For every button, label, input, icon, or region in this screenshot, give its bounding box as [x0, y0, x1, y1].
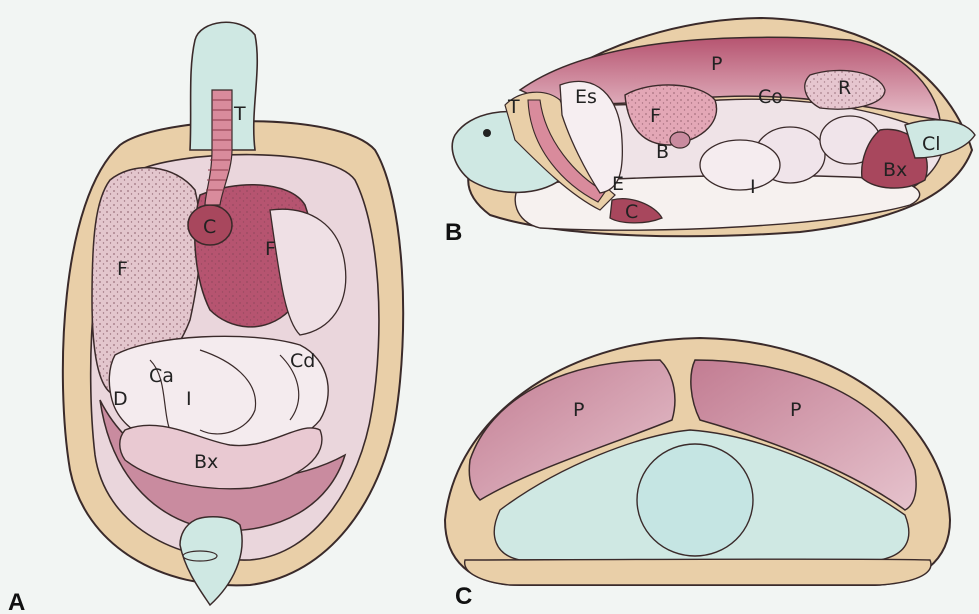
panel-label-b: B: [445, 219, 462, 246]
label-trachea-b: T: [507, 96, 520, 118]
label-lung-right-c: P: [790, 399, 801, 421]
label-bladder-a: Bx: [194, 451, 218, 473]
label-esophagus-b: Es: [575, 86, 597, 108]
tail-a: [180, 517, 242, 605]
label-liver-b: F: [650, 105, 661, 127]
label-intestine-a: I: [186, 388, 192, 410]
label-intestine-b: I: [750, 176, 756, 198]
label-lung-b: P: [711, 53, 722, 75]
panel-b-diagram: P T Es F R Co B E Cl Bx I C: [452, 18, 975, 236]
panel-label-c: C: [455, 583, 472, 610]
plastron-c: [465, 559, 931, 585]
label-stomach-a: Ca: [149, 365, 174, 387]
label-lung-left-c: P: [573, 399, 584, 421]
label-bladder-b: Bx: [883, 159, 907, 181]
label-colon-a: Cd: [290, 350, 315, 372]
label-lung-left-a: F: [117, 258, 128, 280]
label-cloaca-b: Cl: [922, 133, 941, 155]
label-heart-b: C: [625, 201, 638, 223]
label-colon-b: Co: [758, 86, 783, 108]
label-kidney-b: R: [838, 77, 851, 99]
label-heart-a: C: [203, 216, 216, 238]
panel-c-diagram: P P: [445, 338, 950, 585]
central-organ-c: [637, 444, 753, 556]
gallbladder-b: [670, 132, 690, 148]
eye-b: [483, 129, 491, 137]
label-duodenum-a: D: [113, 388, 128, 410]
label-trachea-a: T: [233, 103, 246, 125]
label-gallbladder-b: B: [656, 141, 669, 163]
intestine-coil-2-b: [700, 140, 780, 190]
label-stomach-end-b: E: [612, 173, 624, 195]
panel-label-a: A: [8, 589, 25, 614]
label-lung-right-a: F: [265, 238, 276, 260]
panel-a-diagram: T C F F Ca Cd D I Bx: [63, 22, 403, 605]
